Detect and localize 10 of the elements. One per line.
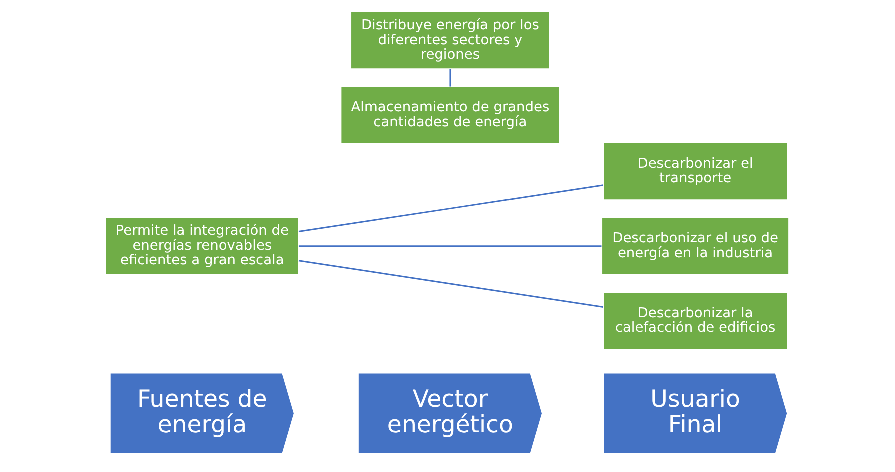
node-box: Almacenamiento de grandes cantidades de energía: [340, 86, 560, 144]
node-box: Permite la integración de energías renovables eficientes a gran escala: [105, 217, 300, 276]
node-box: Descarbonizar el uso de energía en la industria: [602, 217, 790, 276]
connector: [298, 184, 604, 232]
node-box: Descarbonizar la calefacción de edificios: [603, 292, 788, 350]
node-box: Descarbonizar el transporte: [603, 142, 788, 201]
connector: [298, 246, 602, 248]
node-box: Distribuye energía por los diferentes sectores y regiones: [350, 12, 550, 70]
connector: [450, 69, 452, 87]
connector: [298, 260, 604, 308]
